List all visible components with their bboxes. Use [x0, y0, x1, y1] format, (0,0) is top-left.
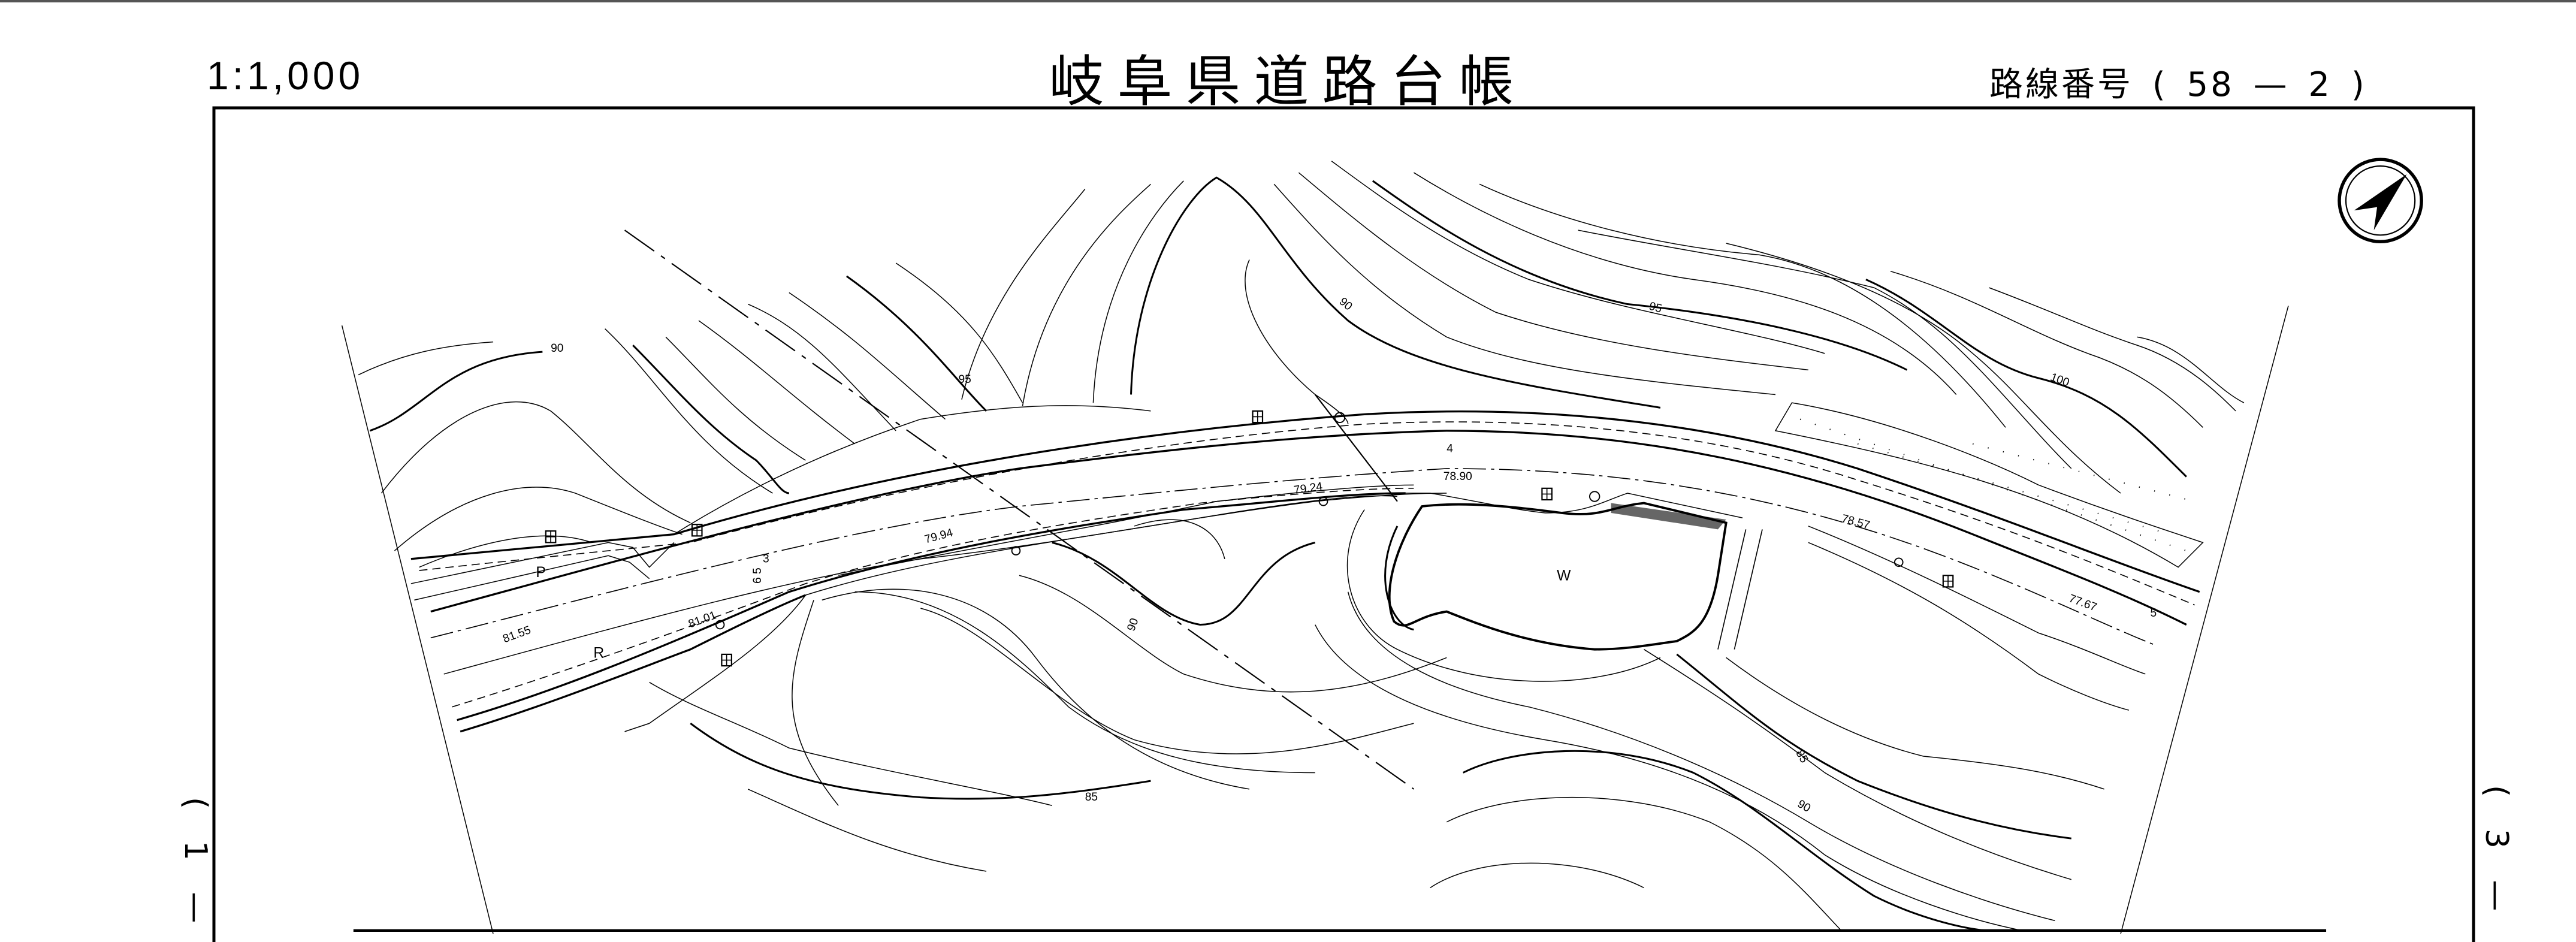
manhole-icon [691, 524, 703, 537]
manhole-icon [1252, 410, 1264, 424]
pole-icon [715, 620, 725, 630]
station-number: 5 [2150, 607, 2157, 620]
pond [1388, 502, 1728, 651]
station-number: 3 [763, 552, 769, 565]
station-number: 6 5 [751, 567, 764, 584]
manhole-icon [1942, 575, 1954, 588]
map-frame [212, 106, 2475, 942]
pole-icon [1894, 557, 1904, 567]
contour-label: 85 [1793, 748, 1810, 765]
route-number: 路線番号 ( 58 — 2 ) [1983, 58, 2367, 106]
route-paren-open: ( [2152, 65, 2168, 104]
route-dash: — [2253, 65, 2290, 104]
elevation-label: 77.67 [2067, 592, 2098, 614]
elevation-label: 78.57 [1840, 512, 1871, 532]
sheet-boundary-right [2120, 306, 2289, 934]
sheet-mark-right: ( 3 — [2478, 785, 2514, 922]
survey-symbols [545, 410, 1954, 667]
dotted-area [1774, 402, 2204, 568]
contour-label: 100 [2049, 371, 2071, 390]
elevation-label: 78.90 [1443, 470, 1472, 483]
manhole-icon [721, 653, 732, 667]
contour-label: 95 [1648, 300, 1663, 316]
elevation-label: 81.55 [502, 624, 533, 645]
area-label-w: W [1557, 567, 1571, 584]
contour-label: 90 [551, 342, 563, 355]
route-major: 58 [2187, 65, 2234, 104]
page-title: 岐阜県道路台帳 [1049, 50, 1527, 114]
area-label-r: R [593, 645, 604, 661]
north-arrow-icon [2338, 158, 2423, 244]
pole-icon [1011, 546, 1021, 555]
sheet-boundary-left [341, 325, 494, 934]
manhole-icon [1541, 487, 1553, 501]
pole-icon [1318, 496, 1328, 506]
route-number-label: 路線番号 [1989, 65, 2133, 104]
contour-label: 95 [958, 373, 971, 386]
road-alignment [410, 230, 2200, 806]
contour-lines [358, 161, 2245, 932]
map-labels: 90 95 90 95 100 90 85 85 90 81.55 81.01 … [502, 295, 2157, 815]
elevation-label: 81.01 [687, 609, 718, 630]
section-line [624, 230, 1415, 790]
contour-label: 85 [1085, 791, 1098, 804]
map-scale: 1:1,000 [207, 53, 364, 98]
pole-icon [1589, 491, 1600, 502]
elevation-label: 79.24 [1293, 480, 1324, 497]
contour-label: 90 [1795, 798, 1813, 815]
station-number: 4 [1446, 442, 1453, 455]
route-minor: 2 [2308, 65, 2333, 104]
elevation-label: 79.94 [923, 527, 955, 547]
pole-icon [1334, 412, 1346, 424]
contour-label: 90 [1337, 295, 1355, 313]
contour-label: 90 [1125, 617, 1141, 633]
manhole-icon [545, 530, 557, 544]
top-edge-line [0, 0, 2576, 2]
route-paren-close: ) [2351, 65, 2367, 104]
area-label-p: P [536, 564, 545, 581]
sheet-mark-left: ( 1 — [177, 797, 213, 934]
